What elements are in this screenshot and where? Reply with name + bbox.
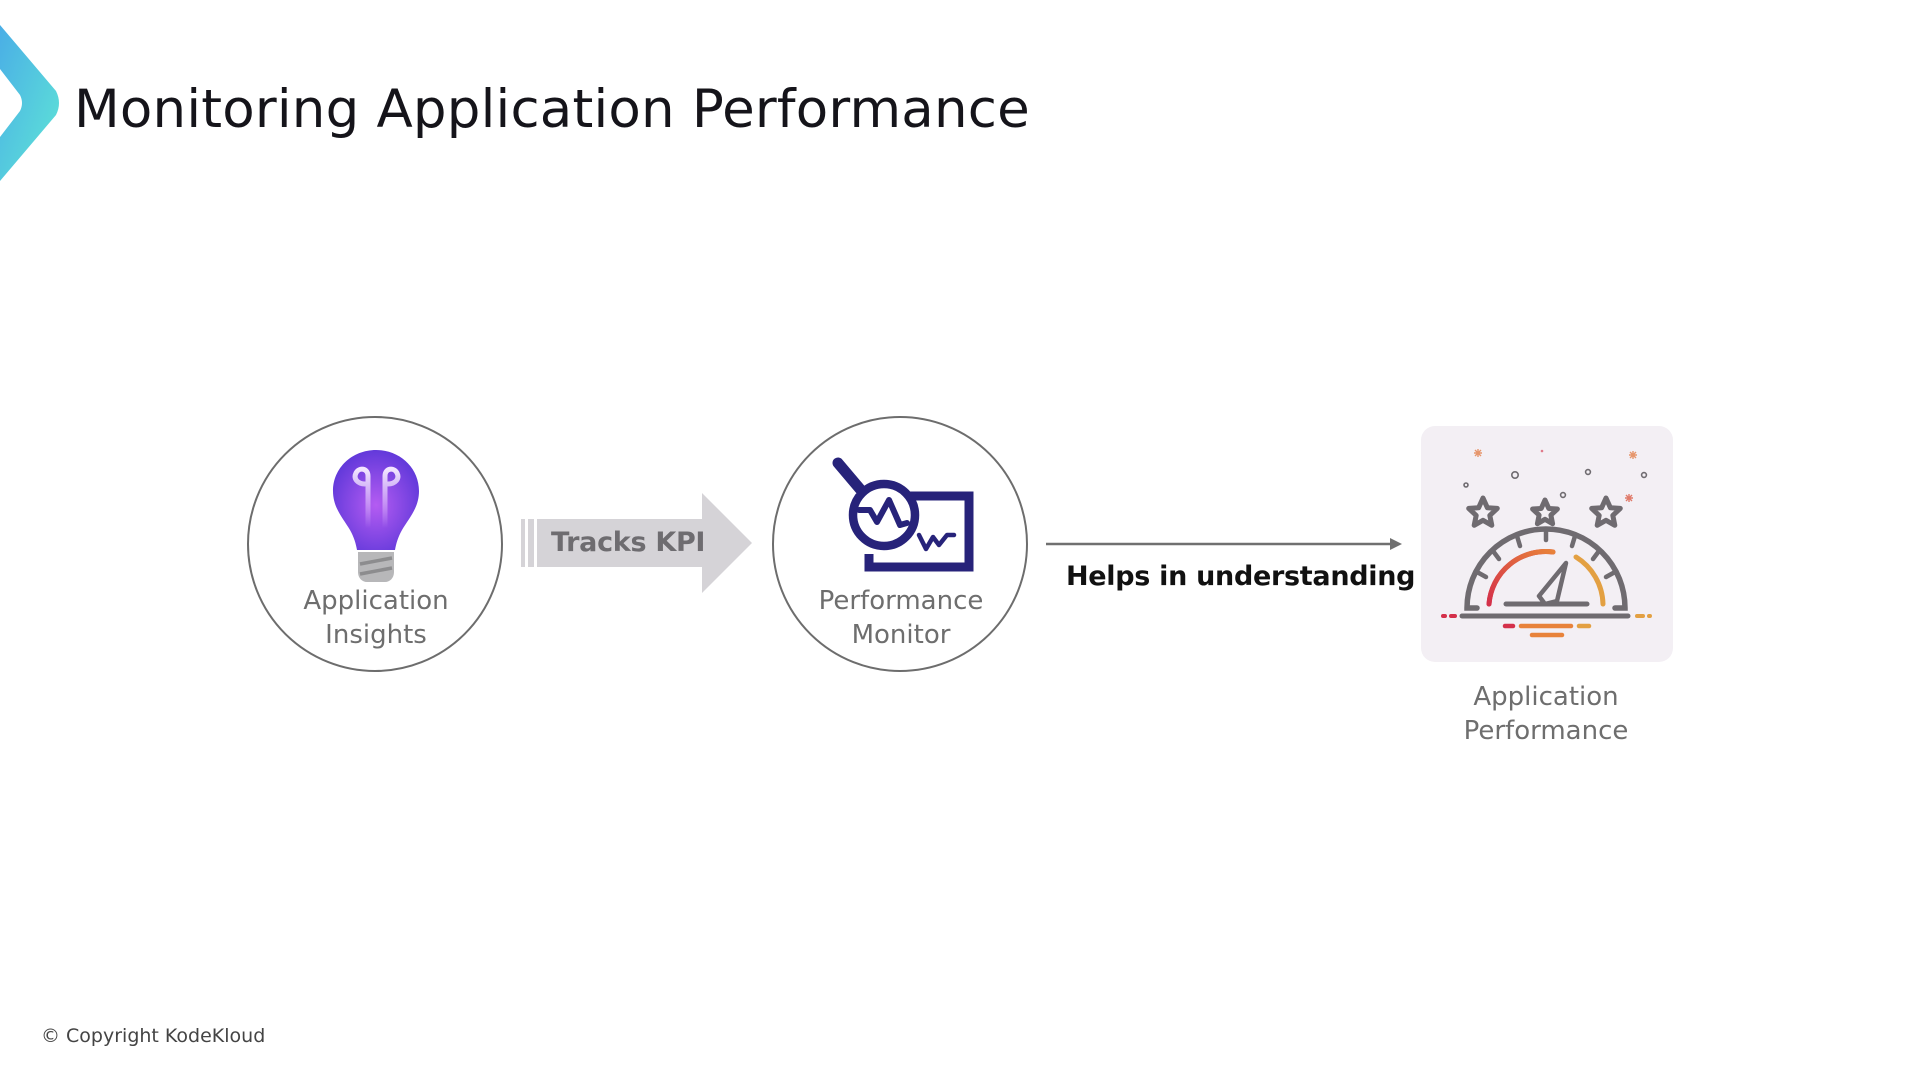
label-line: Insights xyxy=(325,620,427,650)
performance-monitor-label: Performance Monitor xyxy=(771,584,1031,652)
label-line: Monitor xyxy=(851,620,951,650)
label-line: Application xyxy=(303,586,449,616)
application-insights-label: Application Insights xyxy=(246,584,506,652)
helps-understanding-label: Helps in understanding xyxy=(1066,561,1416,592)
label-line: Performance xyxy=(818,586,984,616)
label-line: Application xyxy=(1473,682,1619,712)
copyright-footer: © Copyright KodeKloud xyxy=(41,1025,266,1047)
lightbulb-icon xyxy=(333,450,419,582)
sparkles xyxy=(1463,449,1648,502)
gauge xyxy=(1441,526,1652,638)
helps-understanding-arrow xyxy=(1046,538,1402,550)
stars xyxy=(1466,495,1623,528)
speedometer-icon xyxy=(1441,449,1652,638)
tracks-kpi-arrow xyxy=(521,493,752,593)
kodekloud-chevron-logo xyxy=(0,25,59,181)
magnifier-chart-icon xyxy=(832,457,974,572)
application-performance-card xyxy=(1421,426,1673,662)
application-performance-label: Application Performance xyxy=(1416,680,1676,748)
label-line: Performance xyxy=(1463,716,1629,746)
slide-title: Monitoring Application Performance xyxy=(74,79,1030,140)
tracks-kpi-label: Tracks KPI xyxy=(551,527,706,558)
